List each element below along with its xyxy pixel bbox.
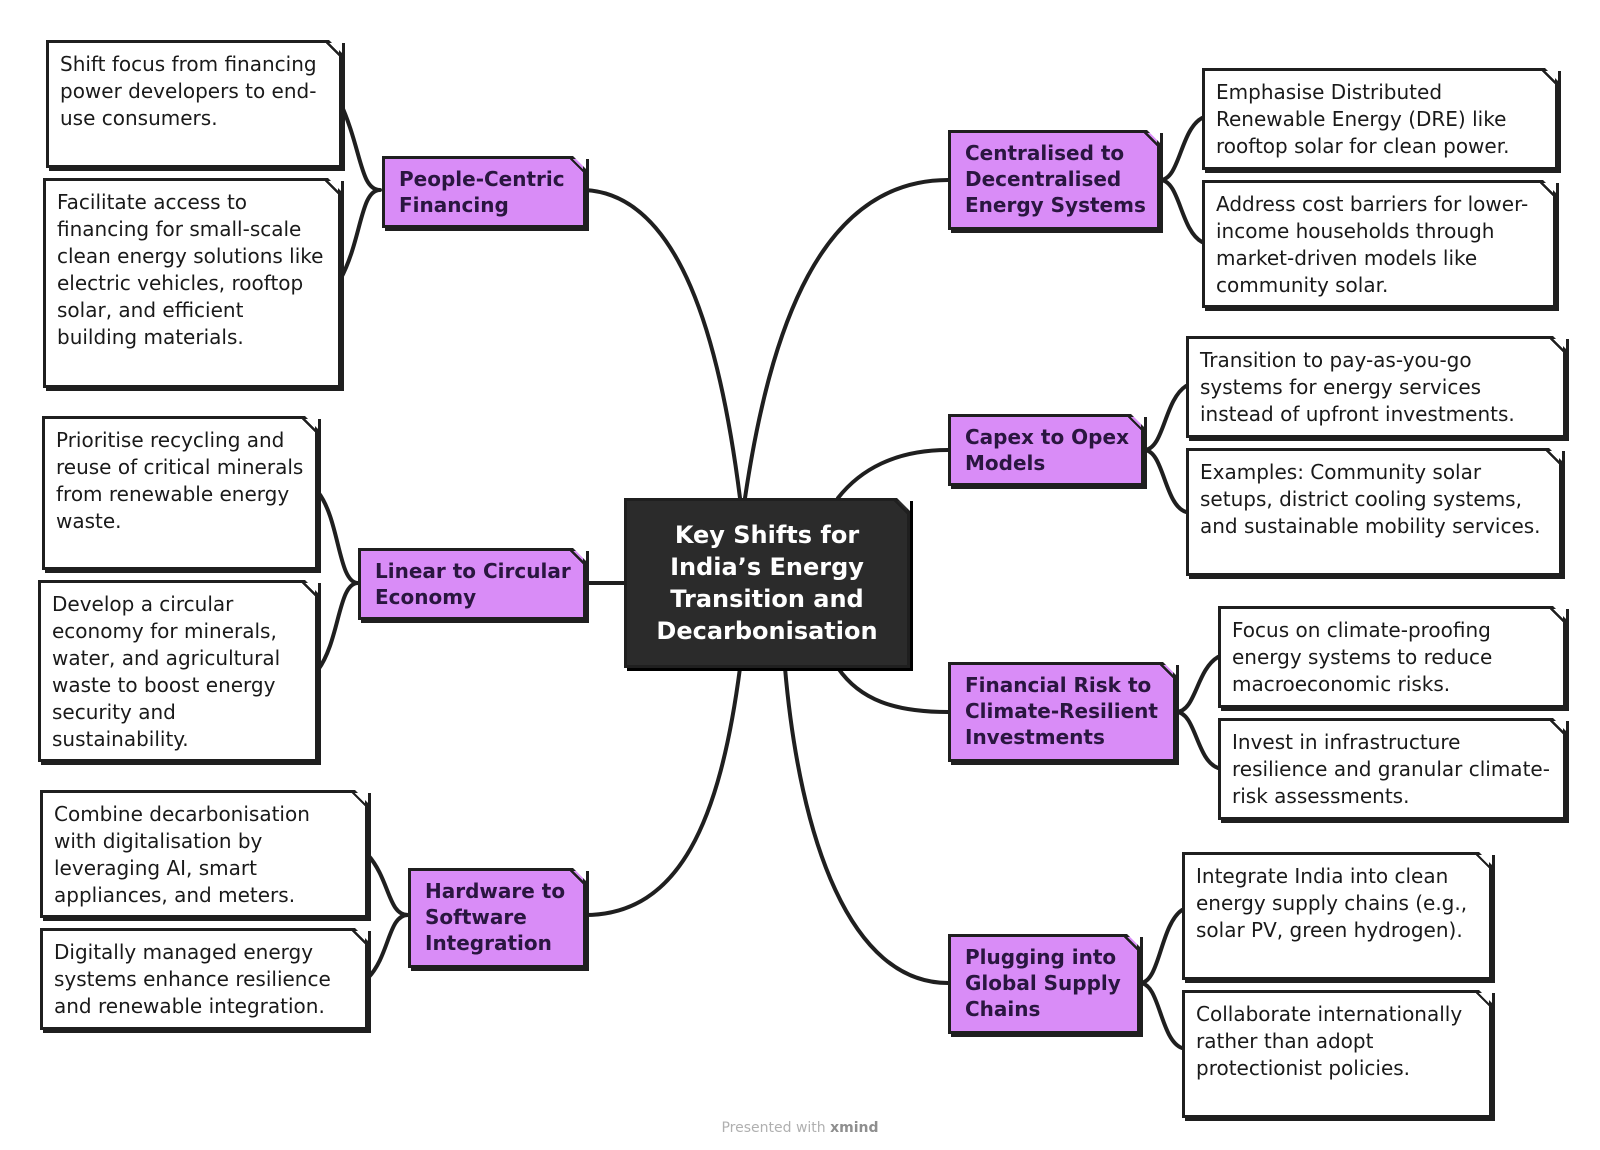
detail-text: Develop a circular economy for minerals,… (52, 592, 281, 751)
link-central-people-centric (583, 188, 742, 500)
detail-text: Integrate India into clean energy supply… (1196, 864, 1468, 942)
link-central-financial-risk (836, 666, 950, 714)
link-people-centric-leaves (338, 100, 382, 282)
central-topic-label: Key Shifts for India’s Energy Transition… (656, 521, 878, 645)
detail-text: Focus on climate-proofing energy systems… (1232, 618, 1493, 696)
detail-text: Shift focus from financing power develop… (60, 52, 317, 130)
link-central-hardware-software (583, 666, 742, 917)
detail-text: Collaborate internationally rather than … (1196, 1002, 1463, 1080)
link-central-capex (836, 448, 950, 500)
link-linear-circular-leaves (316, 490, 360, 672)
footer-prefix: Presented with (721, 1120, 826, 1136)
footer-brand: xmind (830, 1120, 879, 1136)
link-financial-risk-leaves (1174, 655, 1220, 770)
topic-label: Linear to Circular Economy (375, 559, 571, 609)
detail-supply-chains-1[interactable]: Integrate India into clean energy supply… (1182, 852, 1492, 980)
topic-capex-to-opex-models[interactable]: Capex to Opex Models (948, 414, 1144, 486)
topic-label: Hardware to Software Integration (425, 879, 566, 955)
detail-text: Digitally managed energy systems enhance… (54, 940, 331, 1018)
detail-text: Facilitate access to financing for small… (57, 190, 324, 349)
link-supply-chains-leaves (1138, 908, 1184, 1050)
link-hardware-software-leaves (366, 853, 410, 980)
link-centralised-leaves (1158, 116, 1204, 244)
detail-financial-risk-1[interactable]: Focus on climate-proofing energy systems… (1218, 606, 1566, 708)
topic-label: Financial Risk to Climate-Resilient Inve… (965, 673, 1158, 749)
detail-text: Examples: Community solar setups, distri… (1200, 460, 1541, 538)
central-topic[interactable]: Key Shifts for India’s Energy Transition… (624, 498, 910, 668)
topic-linear-to-circular-economy[interactable]: Linear to Circular Economy (358, 548, 586, 620)
topic-centralised-to-decentralised[interactable]: Centralised to Decentralised Energy Syst… (948, 130, 1160, 230)
detail-people-centric-2[interactable]: Facilitate access to financing for small… (43, 178, 341, 388)
topic-label: Centralised to Decentralised Energy Syst… (965, 141, 1146, 217)
detail-linear-circular-1[interactable]: Prioritise recycling and reuse of critic… (42, 416, 318, 570)
topic-financial-risk-to-climate-resilient[interactable]: Financial Risk to Climate-Resilient Inve… (948, 662, 1176, 762)
detail-text: Combine decarbonisation with digitalisat… (54, 802, 310, 907)
detail-hardware-software-1[interactable]: Combine decarbonisation with digitalisat… (40, 790, 368, 918)
topic-plugging-into-global-supply-chains[interactable]: Plugging into Global Supply Chains (948, 934, 1140, 1034)
detail-hardware-software-2[interactable]: Digitally managed energy systems enhance… (40, 928, 368, 1030)
detail-capex-2[interactable]: Examples: Community solar setups, distri… (1186, 448, 1562, 576)
detail-text: Prioritise recycling and reuse of critic… (56, 428, 304, 533)
detail-supply-chains-2[interactable]: Collaborate internationally rather than … (1182, 990, 1492, 1118)
detail-text: Invest in infrastructure resilience and … (1232, 730, 1550, 808)
detail-text: Transition to pay-as-you-go systems for … (1200, 348, 1515, 426)
detail-capex-1[interactable]: Transition to pay-as-you-go systems for … (1186, 336, 1566, 438)
detail-text: Emphasise Distributed Renewable Energy (… (1216, 80, 1510, 158)
detail-linear-circular-2[interactable]: Develop a circular economy for minerals,… (38, 580, 318, 762)
link-central-centralised (743, 178, 950, 500)
link-central-supply-chains (783, 666, 950, 985)
link-capex-leaves (1142, 384, 1188, 514)
topic-people-centric-financing[interactable]: People-Centric Financing (382, 156, 586, 228)
topic-hardware-to-software-integration[interactable]: Hardware to Software Integration (408, 868, 586, 968)
detail-centralised-2[interactable]: Address cost barriers for lower-income h… (1202, 180, 1556, 308)
detail-people-centric-1[interactable]: Shift focus from financing power develop… (46, 40, 342, 168)
detail-centralised-1[interactable]: Emphasise Distributed Renewable Energy (… (1202, 68, 1558, 170)
topic-label: Capex to Opex Models (965, 425, 1129, 475)
topic-label: Plugging into Global Supply Chains (965, 945, 1121, 1021)
detail-text: Address cost barriers for lower-income h… (1216, 192, 1529, 297)
detail-financial-risk-2[interactable]: Invest in infrastructure resilience and … (1218, 718, 1566, 820)
topic-label: People-Centric Financing (399, 167, 565, 217)
footer-credit: Presented with xmind (0, 1120, 1600, 1136)
